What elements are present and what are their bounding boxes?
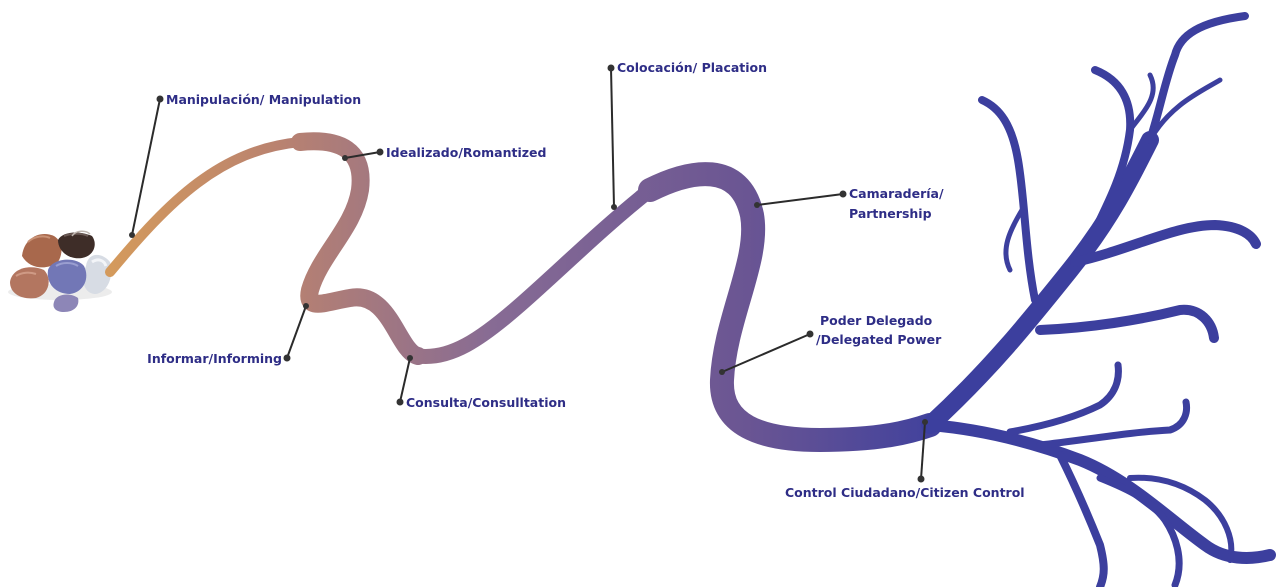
leader-placation	[610, 67, 615, 208]
label-consultation: Consulta/Consulltation	[406, 395, 566, 410]
label-partnership-line1: Camaradería/	[849, 186, 944, 201]
dot-informing	[283, 354, 291, 362]
dot-informing-river	[303, 303, 309, 309]
dot-consultation	[396, 398, 404, 406]
leader-manipulation	[131, 98, 161, 236]
dot-romantized	[376, 148, 384, 156]
label-informing: Informar/Informing	[147, 351, 282, 366]
label-partnership-line2: Partnership	[849, 206, 932, 221]
leader-romantized	[344, 151, 381, 159]
river-delta-icon	[921, 12, 1276, 587]
leader-consultation	[399, 357, 411, 403]
dot-manipulation-river	[129, 232, 135, 238]
label-placation: Colocación/ Placation	[617, 60, 767, 75]
dot-partnership	[839, 190, 847, 198]
dot-consultation-river	[407, 355, 413, 361]
dot-placation-river	[611, 204, 617, 210]
dot-delegated	[806, 330, 814, 338]
label-citizen-control: Control Ciudadano/Citizen Control	[785, 485, 1025, 500]
leaders	[129, 64, 928, 483]
dot-partnership-river	[754, 202, 760, 208]
dot-citizen-control-river	[922, 419, 928, 425]
leader-partnership	[756, 193, 844, 206]
label-delegated-line2: /Delegated Power	[816, 332, 942, 347]
leader-informing	[286, 305, 307, 359]
stone-pile-icon	[8, 230, 112, 312]
dot-romantized-river	[342, 155, 348, 161]
labels: Manipulación/ Manipulation Idealizado/Ro…	[147, 60, 1024, 500]
dot-citizen-control	[917, 475, 925, 483]
label-delegated-line1: Poder Delegado	[820, 313, 933, 328]
dot-placation	[607, 64, 615, 72]
dot-delegated-river	[719, 369, 725, 375]
label-romantized: Idealizado/Romantized	[386, 145, 546, 160]
leader-citizen-control	[920, 421, 926, 480]
leader-delegated	[721, 333, 811, 373]
dot-manipulation	[156, 95, 164, 103]
label-manipulation: Manipulación/ Manipulation	[166, 92, 361, 107]
